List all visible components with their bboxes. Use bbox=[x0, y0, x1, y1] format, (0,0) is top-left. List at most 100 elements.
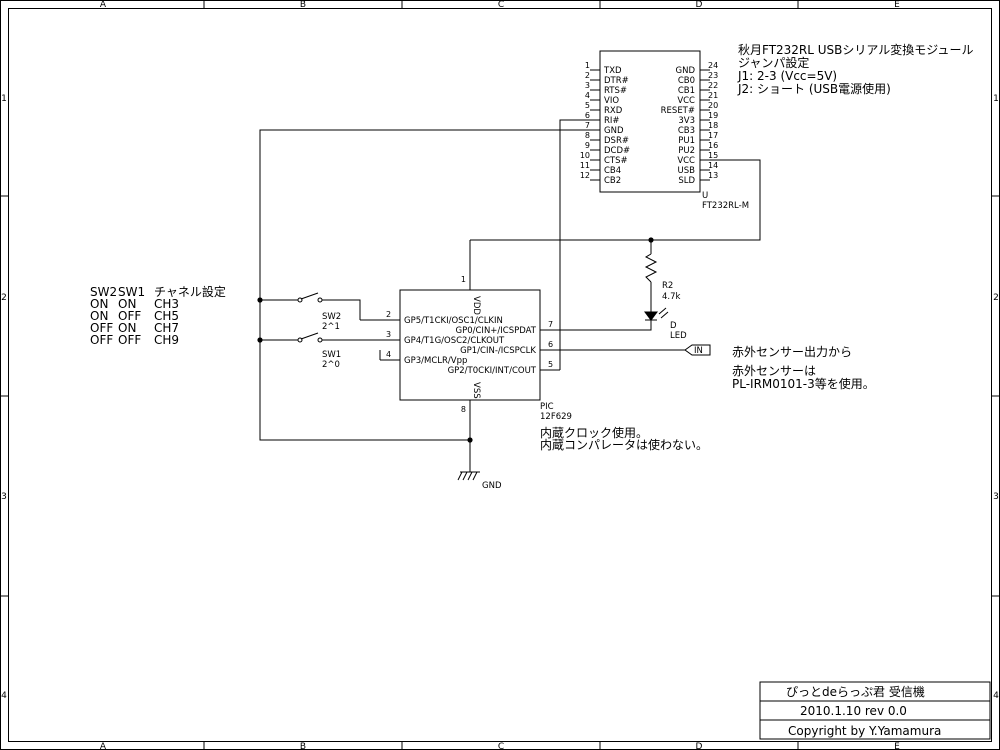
pic-pin-4-name: GP3/MCLR/Vpp bbox=[404, 356, 467, 366]
junctions bbox=[257, 237, 654, 443]
pic-pin-3-number: 3 bbox=[386, 330, 391, 339]
channel-row-1-sw2: ON bbox=[90, 297, 108, 311]
sensor-notes: 赤外センサー出力から 赤外センサーは PL-IRM0101-3等を使用。 bbox=[732, 345, 875, 391]
channel-header-setting: チャネル設定 bbox=[154, 284, 226, 299]
ft232-pin-16-name: PU2 bbox=[678, 146, 695, 156]
ft232-pin-12-number: 12 bbox=[580, 171, 590, 180]
ft232-pin-16-number: 16 bbox=[708, 141, 718, 150]
pic-notes: 内蔵クロック使用。 内蔵コンパレータは使わない。 bbox=[540, 425, 708, 452]
rx-net bbox=[559, 119, 590, 370]
ft232-pin-4-number: 4 bbox=[585, 91, 590, 100]
ft232-note-2: ジャンパ設定 bbox=[738, 55, 809, 70]
junction-vcc bbox=[648, 237, 654, 243]
ft232-pin-7-number: 7 bbox=[585, 121, 590, 130]
ft232-pin-9-number: 9 bbox=[585, 141, 590, 150]
ft232-pin-13-name: SLD bbox=[678, 176, 695, 186]
grid-col-c-top: C bbox=[498, 0, 504, 10]
channel-row-4-sw1: OFF bbox=[118, 333, 141, 347]
gnd-label: GND bbox=[482, 481, 502, 491]
pic-pin-5-name: GP2/T0CKI/INT/COUT bbox=[448, 366, 537, 376]
pic-part: 12F629 bbox=[540, 412, 572, 422]
ft232-pin-8-number: 8 bbox=[585, 131, 590, 140]
pic-vss-pin-number: 8 bbox=[461, 405, 466, 414]
ft232-pin-17-name: PU1 bbox=[678, 136, 695, 146]
channel-header-sw1: SW1 bbox=[118, 285, 145, 299]
ft232-pin-19-number: 19 bbox=[708, 111, 718, 120]
pic12f629: 1 VDD 8 VSS 2 GP5/T1CKI/OSC1/CLKIN 3 GP4… bbox=[360, 240, 685, 440]
ft232-pin-1-number: 1 bbox=[585, 61, 590, 70]
r2-ref: R2 bbox=[662, 281, 673, 291]
ft232-pin-10-name: CTS# bbox=[604, 156, 628, 166]
vcc-net bbox=[470, 159, 761, 241]
channel-row-2-ch: CH5 bbox=[154, 309, 179, 323]
ft232-pin-19-name: 3V3 bbox=[678, 116, 695, 126]
pic-vdd-label: VDD bbox=[471, 296, 481, 315]
grid-col-c-bottom: C bbox=[498, 742, 504, 750]
ft232-pin-11-name: CB4 bbox=[604, 166, 621, 176]
channel-row-2-sw1: OFF bbox=[118, 309, 141, 323]
ft232-pin-23-name: CB0 bbox=[678, 76, 695, 86]
led-value: LED bbox=[670, 331, 687, 341]
sensor-note-3: PL-IRM0101-3等を使用。 bbox=[732, 376, 875, 391]
ft232-pin-18-name: CB3 bbox=[678, 126, 695, 136]
channel-row-1-ch: CH3 bbox=[154, 297, 179, 311]
pic-note-1: 内蔵クロック使用。 bbox=[540, 425, 648, 440]
ft232-pin-20-name: RESET# bbox=[661, 106, 695, 116]
switch-sw1: SW1 2^0 bbox=[297, 332, 341, 370]
ft232-pin-15-number: 15 bbox=[708, 151, 718, 160]
title-block-date-rev: 2010.1.10 rev 0.0 bbox=[800, 704, 907, 718]
ft232-pin-1-name: TXD bbox=[603, 66, 622, 76]
wires bbox=[259, 119, 761, 472]
ft232-notes: 秋月FT232RL USBシリアル変換モジュール ジャンパ設定 J1: 2-3 … bbox=[737, 42, 973, 96]
ft232-pin-8-name: DSR# bbox=[604, 136, 629, 146]
title-block-title: ぴっとdeらっぷ君 受信機 bbox=[786, 684, 925, 699]
ft232-left-pins: 1TXD2DTR#3RTS#4VIO5RXD6RI#7GND8DSR#9DCD#… bbox=[580, 61, 630, 186]
grid-row-3-right: 3 bbox=[993, 492, 999, 502]
ft232-pin-15-name: VCC bbox=[677, 156, 695, 166]
grid-col-b-top: B bbox=[300, 0, 306, 10]
junction-gnd bbox=[467, 437, 473, 443]
ft232-pin-11-number: 11 bbox=[580, 161, 590, 170]
junction-sw1 bbox=[257, 337, 263, 343]
grid-col-e-top: E bbox=[894, 0, 900, 10]
grid-row-4-left: 4 bbox=[1, 691, 7, 701]
ft232-pin-24-number: 24 bbox=[708, 61, 718, 70]
pic-pin-7-name: GP0/CIN+/ICSPDAT bbox=[456, 326, 537, 336]
ft232-pin-3-name: RTS# bbox=[604, 86, 627, 96]
ft232-pin-2-number: 2 bbox=[585, 71, 590, 80]
ft232-note-4: J2: ショート (USB電源使用) bbox=[737, 81, 891, 96]
grid-row-2-left: 2 bbox=[1, 293, 7, 303]
pic-ref: PIC bbox=[540, 402, 554, 412]
ft232-pin-10-number: 10 bbox=[580, 151, 590, 160]
ft232-pin-6-number: 6 bbox=[585, 111, 590, 120]
grid-row-2-right: 2 bbox=[993, 293, 999, 303]
sensor-note-1: 赤外センサー出力から bbox=[732, 345, 852, 359]
ft232-pin-14-number: 14 bbox=[708, 161, 718, 170]
pic-pin-5-number: 5 bbox=[548, 360, 553, 369]
ft232rl-module: 1TXD2DTR#3RTS#4VIO5RXD6RI#7GND8DSR#9DCD#… bbox=[580, 50, 749, 211]
sw2-ref: SW2 bbox=[322, 312, 341, 322]
ft232-pin-21-number: 21 bbox=[708, 91, 718, 100]
ft232-pin-22-name: CB1 bbox=[678, 86, 695, 96]
pic-pin-6-name: GP1/CIN-/ICSPCLK bbox=[460, 346, 536, 356]
channel-header-sw2: SW2 bbox=[90, 285, 117, 299]
sw1-value: 2^0 bbox=[322, 360, 340, 370]
ft232-pin-7-name: GND bbox=[604, 126, 624, 136]
sensor-note-2: 赤外センサーは bbox=[732, 364, 816, 378]
pic-vss-label: VSS bbox=[471, 382, 481, 399]
ft232-pin-5-name: RXD bbox=[604, 106, 623, 116]
grid-row-1-right: 1 bbox=[993, 94, 999, 104]
grid-col-d-bottom: D bbox=[696, 742, 703, 750]
ft232-body bbox=[599, 50, 701, 193]
in-port: IN bbox=[684, 344, 711, 356]
channel-row-4-sw2: OFF bbox=[90, 333, 113, 347]
grid-col-d-top: D bbox=[696, 0, 703, 10]
channel-row-3-sw1: ON bbox=[118, 321, 136, 335]
grid-row-4-right: 4 bbox=[993, 691, 999, 701]
channel-row-3-ch: CH7 bbox=[154, 321, 179, 335]
grid-col-a-top: A bbox=[100, 0, 107, 10]
pic-vdd-pin-number: 1 bbox=[461, 275, 466, 284]
channel-row-4-ch: CH9 bbox=[154, 333, 179, 347]
